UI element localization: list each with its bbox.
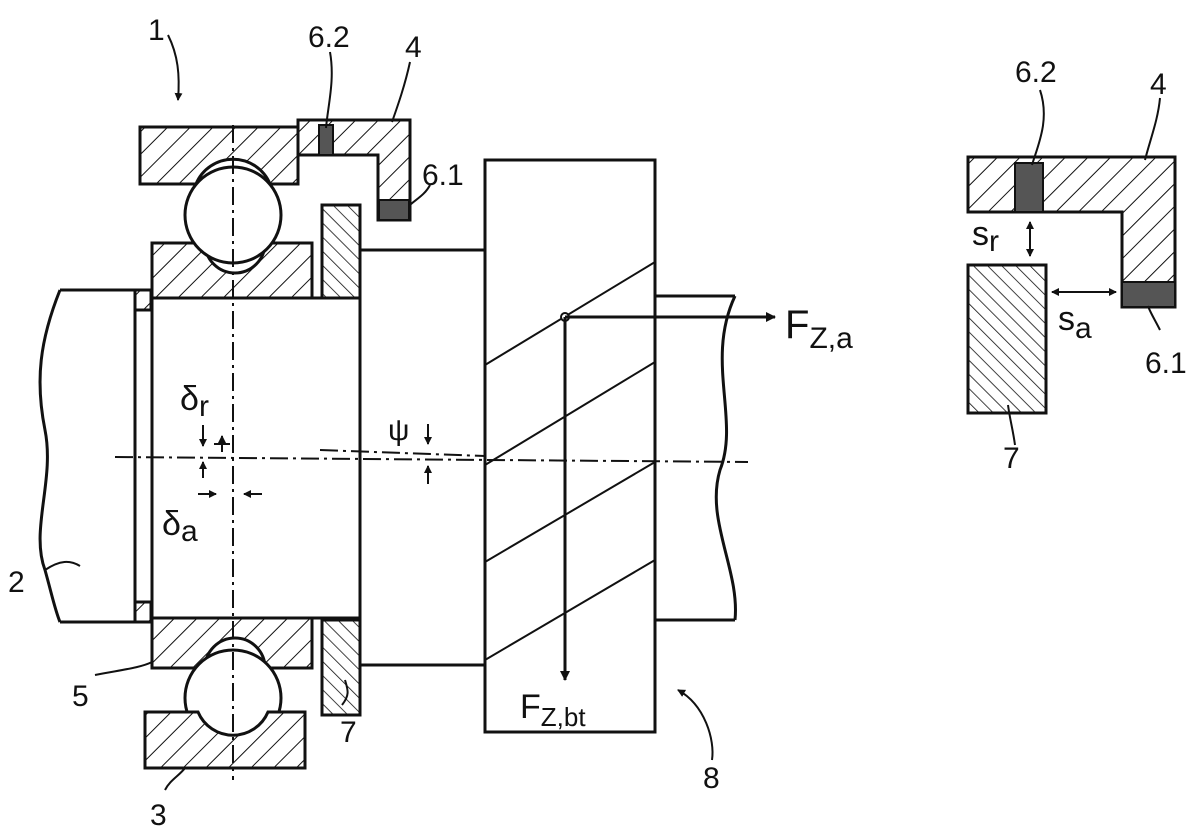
detail-label-sensor-radial: 6.2 [1015,56,1057,89]
detail-label-holder: 4 [1150,68,1167,101]
force-axial-label: FZ,a [785,303,853,355]
detail-label-sensor-axial: 6.1 [1145,347,1187,380]
retaining-ring [133,288,153,624]
gap-axial-label: sa [1058,300,1092,345]
label-sensor-holder: 4 [405,31,422,64]
outer-ring-upper [138,125,300,186]
label-inner-ring: 5 [72,680,89,713]
label-assembly: 1 [148,14,165,47]
outer-ring [143,710,307,770]
delta-markers [198,424,432,498]
label-target-disc: 7 [340,716,357,749]
gap-radial-label: sr [972,215,999,258]
inner-ring [150,241,362,670]
leader-lines [44,34,714,791]
label-sensor-axial: 6.1 [422,159,464,192]
label-outer-ring: 3 [150,799,167,832]
label-gear: 8 [703,762,720,795]
tilted-axis [319,449,486,457]
delta-a-label: δa [162,505,198,548]
gear [483,158,657,734]
sensor-radial [318,124,334,156]
shaft-axis [114,456,749,463]
shaft [38,248,737,667]
detail-leader-lines [1007,89,1161,446]
detail-label-target: 7 [1003,442,1020,475]
detail-sensor-radial [1014,162,1044,213]
sensor-axial [378,199,410,221]
target-disc-upper [320,203,362,300]
detail-target [966,263,1048,415]
label-shaft: 2 [8,566,25,599]
force-tangential-label: FZ,bt [520,688,586,732]
detail-sensor-axial [1121,281,1176,308]
label-sensor-radial: 6.2 [308,21,350,54]
delta-r-label: δr [180,380,209,423]
target-disc-lower [320,618,362,717]
tilt-label: ψ [388,414,409,447]
